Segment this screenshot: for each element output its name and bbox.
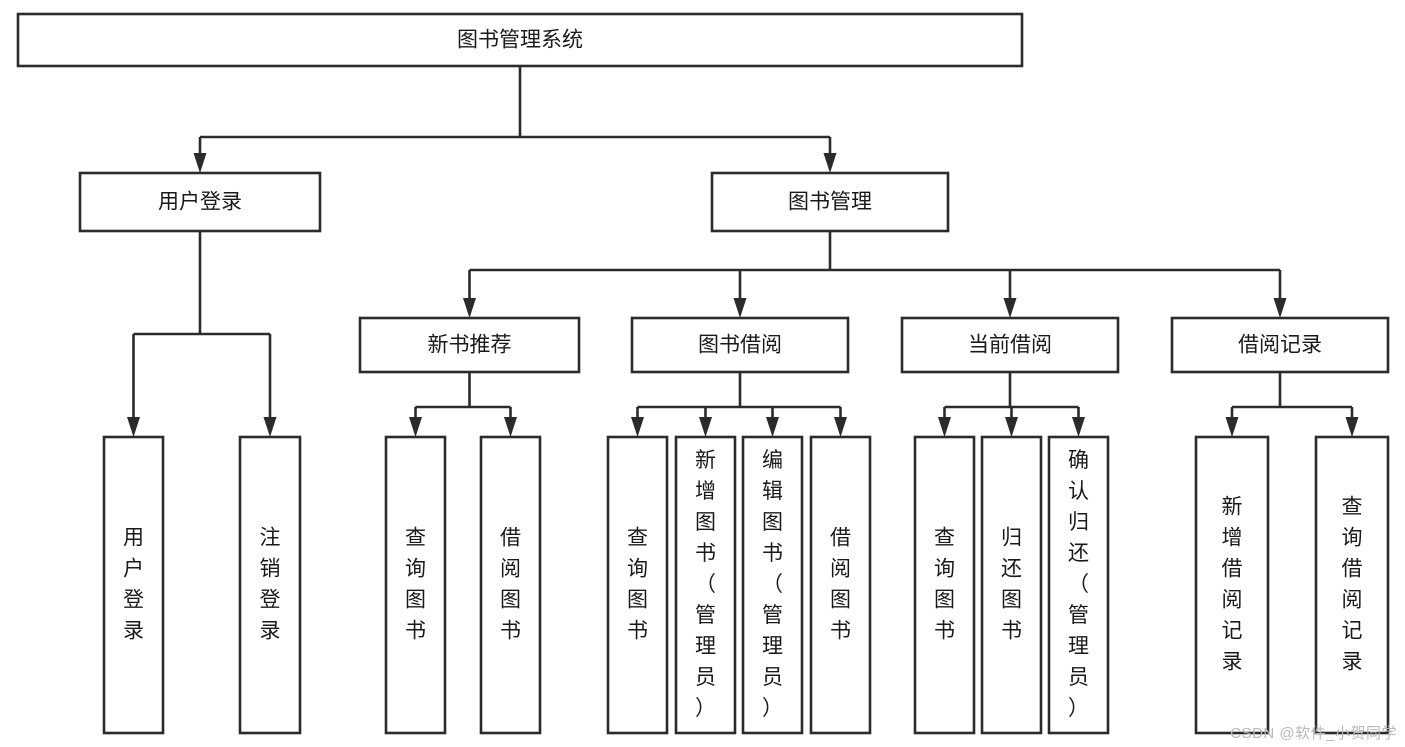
node-box[interactable] bbox=[913, 435, 976, 735]
node-book-borrow[interactable]: 图书借阅 bbox=[630, 316, 850, 374]
node-label: 新书推荐 bbox=[428, 334, 512, 357]
arrow-head-icon bbox=[1273, 298, 1287, 318]
node-label: 确认归还（管理员） bbox=[1068, 449, 1089, 720]
node-box[interactable] bbox=[900, 316, 1120, 374]
node-label: 编辑图书（管理员） bbox=[762, 449, 783, 720]
arrow-head-icon bbox=[1225, 417, 1239, 437]
node-label: 图书管理系统 bbox=[457, 29, 583, 52]
arrow-head-icon bbox=[193, 153, 207, 173]
node-box[interactable] bbox=[78, 171, 322, 233]
arrow-head-icon bbox=[1003, 298, 1017, 318]
node-label: 查询图书 bbox=[405, 526, 426, 642]
node-label: 图书管理 bbox=[788, 191, 872, 214]
node-box[interactable] bbox=[1170, 316, 1390, 374]
arrow-head-icon bbox=[127, 417, 140, 437]
node-label: 新增图书（管理员） bbox=[695, 449, 716, 720]
node-box[interactable] bbox=[809, 435, 872, 735]
node-leaf-borrow-book-1[interactable]: 借阅图书 bbox=[479, 435, 542, 735]
arrow-head-icon bbox=[463, 298, 476, 318]
connector-group-current-to-leaves bbox=[938, 372, 1085, 437]
node-current-borrow[interactable]: 当前借阅 bbox=[900, 316, 1120, 374]
node-user-login[interactable]: 用户登录 bbox=[78, 171, 322, 233]
arrow-head-icon bbox=[766, 417, 779, 437]
node-label: 借阅记录 bbox=[1238, 334, 1322, 357]
arrow-head-icon bbox=[1072, 417, 1085, 437]
node-label: 借阅图书 bbox=[500, 526, 521, 642]
node-label: 查询图书 bbox=[934, 526, 955, 642]
node-box[interactable] bbox=[384, 435, 447, 735]
connector-group-recommend-to-leaves bbox=[409, 372, 517, 437]
node-label: 查询图书 bbox=[627, 526, 648, 642]
arrow-head-icon bbox=[409, 417, 422, 437]
node-leaf-borrow-book-2[interactable]: 借阅图书 bbox=[809, 435, 872, 735]
node-leaf-query-record[interactable]: 查询借阅记录 bbox=[1314, 435, 1390, 735]
node-leaf-return-book[interactable]: 归还图书 bbox=[980, 435, 1043, 735]
node-box[interactable] bbox=[1194, 435, 1270, 735]
node-box[interactable] bbox=[479, 435, 542, 735]
node-label: 新增借阅记录 bbox=[1222, 495, 1243, 673]
node-box[interactable] bbox=[674, 435, 737, 735]
connector-group-record-to-leaves bbox=[1225, 372, 1359, 437]
node-label: 查询借阅记录 bbox=[1342, 495, 1363, 673]
node-leaf-add-record[interactable]: 新增借阅记录 bbox=[1194, 435, 1270, 735]
node-label: 图书借阅 bbox=[698, 334, 782, 357]
connector-group-borrow-to-leaves bbox=[631, 372, 847, 437]
connector-layer bbox=[127, 66, 1359, 437]
arrow-head-icon bbox=[823, 153, 837, 173]
node-box[interactable] bbox=[710, 171, 950, 233]
node-leaf-query-book-1[interactable]: 查询图书 bbox=[384, 435, 447, 735]
node-label: 归还图书 bbox=[1001, 526, 1022, 642]
arrow-head-icon bbox=[1005, 417, 1018, 437]
arrow-head-icon bbox=[1345, 417, 1359, 437]
node-box[interactable] bbox=[238, 435, 302, 735]
node-label: 当前借阅 bbox=[968, 334, 1052, 357]
arrow-head-icon bbox=[504, 417, 517, 437]
node-label: 用户登录 bbox=[158, 191, 242, 214]
node-layer: 图书管理系统用户登录图书管理新书推荐图书借阅当前借阅借阅记录用户登录注销登录查询… bbox=[16, 12, 1390, 735]
arrow-head-icon bbox=[938, 417, 951, 437]
node-box[interactable] bbox=[1047, 435, 1110, 735]
arrow-head-icon bbox=[631, 417, 644, 437]
node-box[interactable] bbox=[1314, 435, 1390, 735]
arrow-head-icon bbox=[263, 417, 277, 437]
node-leaf-edit-book[interactable]: 编辑图书（管理员） bbox=[741, 435, 804, 735]
node-box[interactable] bbox=[980, 435, 1043, 735]
node-box[interactable] bbox=[741, 435, 804, 735]
node-root[interactable]: 图书管理系统 bbox=[16, 12, 1024, 68]
node-label: 借阅图书 bbox=[830, 526, 851, 642]
arrow-head-icon bbox=[733, 298, 747, 318]
connector-group-root-to-level1 bbox=[193, 66, 837, 173]
node-box[interactable] bbox=[16, 12, 1024, 68]
arrow-head-icon bbox=[699, 417, 712, 437]
watermark-label: CSDN @软件_小贺同学 bbox=[1230, 725, 1397, 742]
connector-group-bookmanage-to-level2 bbox=[463, 231, 1287, 318]
connector-group-userlogin-to-leaves bbox=[127, 231, 277, 437]
node-leaf-query-book-2[interactable]: 查询图书 bbox=[606, 435, 669, 735]
node-book-manage[interactable]: 图书管理 bbox=[710, 171, 950, 233]
node-box[interactable] bbox=[102, 435, 165, 735]
node-box[interactable] bbox=[630, 316, 850, 374]
node-leaf-query-book-3[interactable]: 查询图书 bbox=[913, 435, 976, 735]
node-box[interactable] bbox=[358, 316, 581, 374]
node-leaf-add-book[interactable]: 新增图书（管理员） bbox=[674, 435, 737, 735]
node-new-book-recommend[interactable]: 新书推荐 bbox=[358, 316, 581, 374]
node-box[interactable] bbox=[606, 435, 669, 735]
node-leaf-logout[interactable]: 注销登录 bbox=[238, 435, 302, 735]
node-label: 注销登录 bbox=[260, 526, 281, 642]
node-leaf-user-login[interactable]: 用户登录 bbox=[102, 435, 165, 735]
node-label: 用户登录 bbox=[123, 526, 144, 642]
node-leaf-confirm-return[interactable]: 确认归还（管理员） bbox=[1047, 435, 1110, 735]
arrow-head-icon bbox=[834, 417, 847, 437]
node-borrow-record[interactable]: 借阅记录 bbox=[1170, 316, 1390, 374]
